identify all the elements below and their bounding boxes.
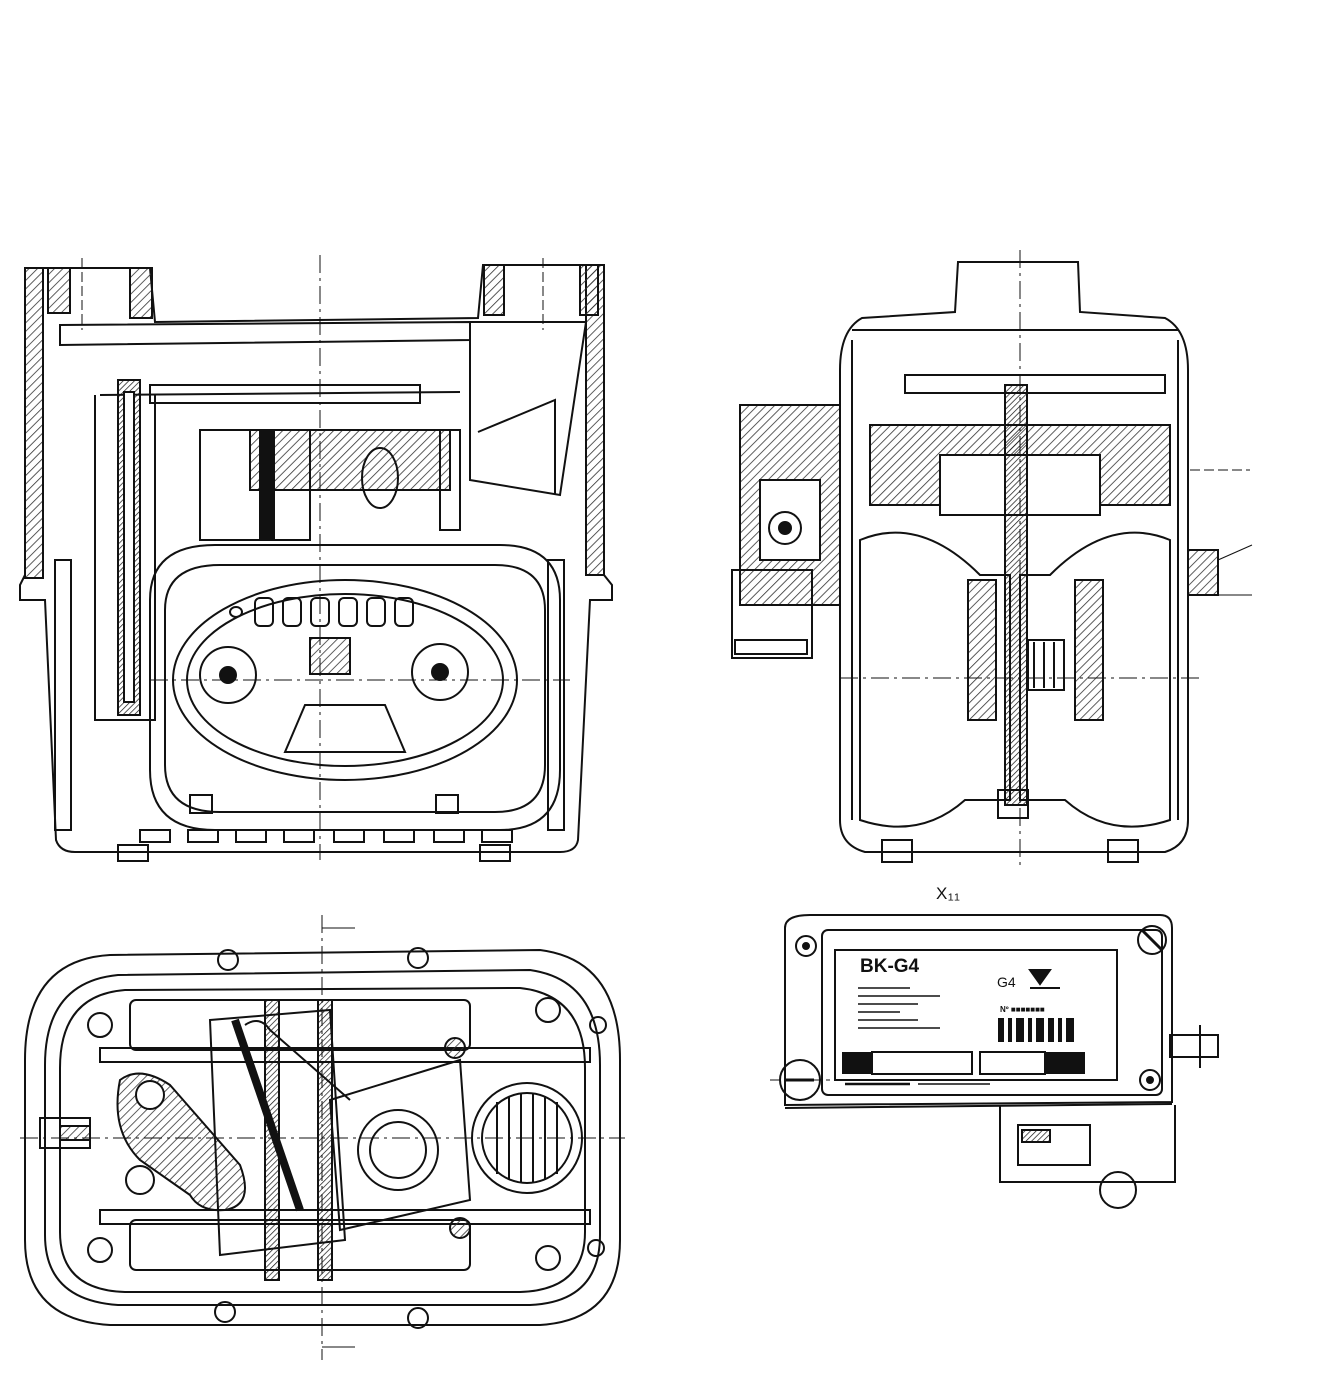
view-label-x11: X₁₁ — [936, 884, 961, 903]
nameplate-serial: Nº ■■■■■■■ — [1000, 1005, 1045, 1014]
top-plan-view — [20, 915, 625, 1360]
nameplate-view — [770, 914, 1219, 1209]
side-section-view — [731, 250, 1253, 870]
front-section-view — [19, 255, 613, 862]
nameplate-model: BK-G4 — [860, 956, 920, 977]
nameplate-size: G4 — [997, 974, 1016, 990]
